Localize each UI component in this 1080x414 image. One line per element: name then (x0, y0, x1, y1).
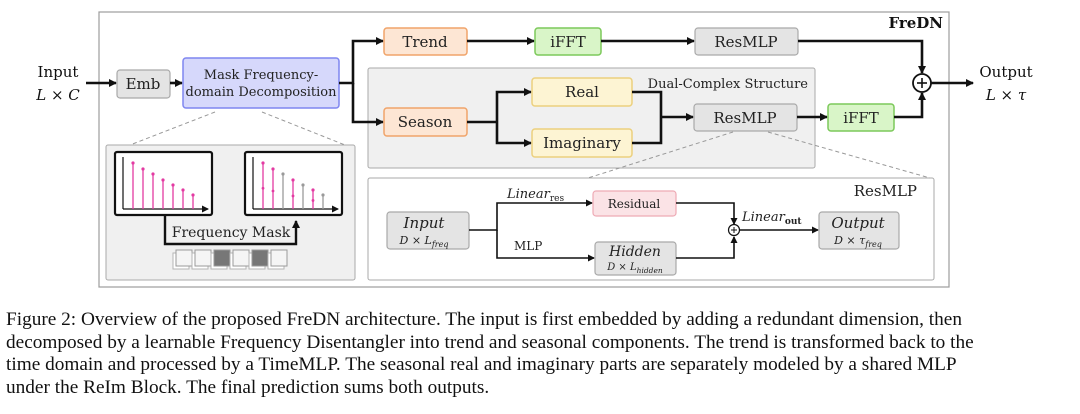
spectrum-before-spike-head (141, 167, 145, 171)
arrow-mask-trend (339, 37, 384, 85)
spectrum-before-spike-head (181, 188, 185, 192)
resmlp-output-label: Output (831, 214, 885, 232)
zoom-line-left (129, 111, 216, 146)
arrow-mask-season (351, 83, 384, 126)
resmlp-input-dims: D × Lfreq (399, 234, 449, 249)
mask-cells (172, 249, 288, 270)
mask-cell (194, 249, 212, 267)
input-dims: L × C (35, 86, 80, 104)
spectrum-after-spike-head (261, 161, 265, 165)
arrow-residual-sum (676, 202, 738, 225)
arrow-season-imag (495, 122, 532, 147)
spectra-plots (122, 157, 339, 213)
spectrum-after-spike-mid (271, 189, 275, 193)
resmlp-input-label: Input (403, 214, 446, 232)
spectrum-before-spike-head (151, 172, 155, 176)
mask-decomposition-line2: domain Decomposition (186, 85, 338, 100)
fredn-title: FreDN (888, 14, 943, 32)
spectrum-before-spike-head (161, 178, 165, 182)
ifft-top-label: iFFT (550, 33, 586, 51)
mask-cell (213, 249, 231, 267)
imag-out-line (632, 117, 663, 145)
spectrum-after-spike-mid (311, 199, 315, 202)
mask-decomposition-line1: Mask Frequency- (204, 68, 318, 83)
spectrum-after-spike-head (291, 178, 295, 182)
mlp-label: MLP (514, 239, 542, 253)
caption-line-4: under the ReIm Block. The final predicti… (6, 376, 490, 398)
dual-complex-label: Dual-Complex Structure (648, 77, 809, 92)
spectrum-before-spike-head (191, 193, 195, 197)
zoom-line-right (261, 111, 346, 146)
resmlp-top-label: ResMLP (714, 33, 777, 51)
spectrum-after-spike-head (271, 167, 275, 171)
zoom-line-resmlp-right (767, 131, 931, 179)
caption-line-2: decomposed by a learnable Frequency Dise… (6, 331, 974, 353)
figure-caption: Figure 2: Overview of the proposed FreDN… (6, 309, 1074, 399)
caption-line-3: time domain and processed by a TimeMLP. … (6, 354, 957, 375)
ifft-mid-label: iFFT (843, 109, 879, 127)
spectrum-before-spike-head (171, 183, 175, 187)
zoom-line-resmlp-left (587, 131, 734, 179)
arrow-mask-loop (163, 215, 300, 246)
arrow-ifft-mid-sum (894, 92, 926, 119)
linear-res-label: Linearres (506, 187, 564, 204)
arrow-input-hidden (496, 230, 595, 262)
mask-decomposition-box (182, 57, 340, 109)
arrow-hidden-sum (676, 236, 738, 259)
fredn-architecture-diagram: FreDN Dual-Complex Structure ResMLP Inpu… (35, 11, 1033, 288)
spectrum-after-spike-head (301, 183, 305, 187)
spectrum-after-spike-head (311, 188, 315, 192)
spectrum-before-spike-head (131, 161, 135, 165)
residual-label: Residual (608, 197, 661, 211)
spectrum-after-spike-mid (291, 194, 295, 198)
fredn-frame (98, 11, 950, 288)
mask-cell (270, 249, 288, 267)
frequency-mask-label: Frequency Mask (172, 225, 291, 241)
arrow-resmlp-top-sum (798, 39, 926, 74)
mask-cell (175, 249, 193, 267)
spectrum-after-spike-mid (261, 186, 265, 190)
real-out-line (632, 90, 663, 117)
imaginary-label: Imaginary (543, 134, 621, 152)
linear-out-label: Linearout (741, 210, 802, 227)
arrow-season-real (495, 88, 532, 122)
trend-label: Trend (402, 33, 448, 51)
emb-label: Emb (126, 75, 161, 93)
resmlp-mid-label: ResMLP (713, 109, 776, 127)
output-label: Output (979, 63, 1032, 81)
hidden-dims: D × Lhidden (606, 262, 663, 275)
real-label: Real (565, 83, 599, 101)
resmlp-panel-title: ResMLP (854, 182, 917, 200)
mask-cell (251, 249, 269, 267)
caption-line-1: Figure 2: Overview of the proposed FreDN… (6, 309, 962, 330)
mask-cell (232, 249, 250, 267)
spectrum-after-spike-head (321, 193, 325, 197)
hidden-label: Hidden (608, 244, 661, 260)
resmlp-output-box (818, 211, 900, 250)
output-dims: L × τ (985, 86, 1027, 104)
arrow-input-residual (469, 199, 593, 231)
season-label: Season (398, 113, 453, 131)
input-label: Input (38, 63, 79, 81)
spectrum-after-spike-head (281, 172, 285, 176)
resmlp-output-dims: D × τfreq (833, 234, 882, 249)
frequency-mask-label-bg (170, 221, 292, 241)
